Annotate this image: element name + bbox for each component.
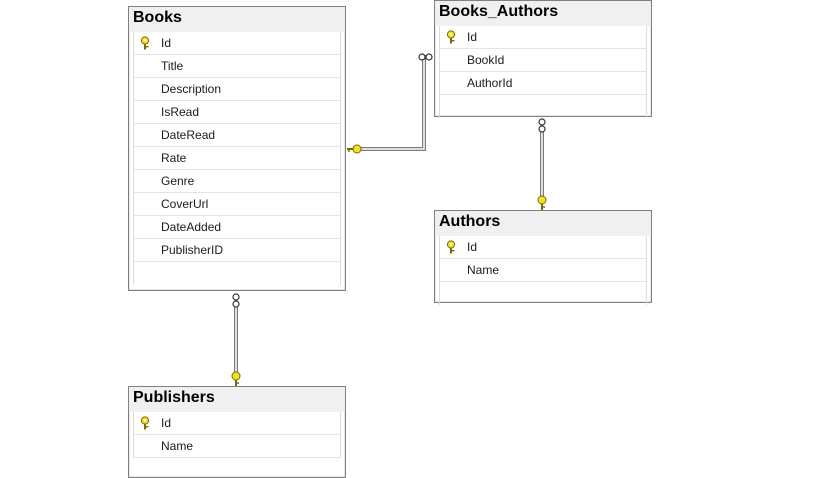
column-row[interactable]: Id: [440, 236, 646, 259]
column-name: Id: [161, 416, 172, 430]
primary-key-icon: [440, 236, 462, 258]
table-title: Authors: [435, 211, 651, 236]
column-row[interactable]: Title: [134, 55, 340, 78]
column-row[interactable]: BookId: [440, 49, 646, 72]
column-name: DateRead: [161, 128, 216, 142]
column-name: Genre: [161, 174, 195, 188]
relationship-books-authors-authors[interactable]: [537, 118, 547, 210]
column-row[interactable]: Id: [440, 26, 646, 49]
column-name: IsRead: [161, 105, 200, 119]
column-list: Id BookId AuthorId: [439, 26, 647, 118]
column-row[interactable]: IsRead: [134, 101, 340, 124]
primary-key-icon: [440, 26, 462, 48]
column-row[interactable]: Genre: [134, 170, 340, 193]
column-list: Id Name: [133, 412, 341, 458]
column-row[interactable]: Id: [134, 32, 340, 55]
table-title: Books: [129, 7, 345, 32]
table-books[interactable]: Books Id Title Description IsRead DateRe…: [128, 6, 346, 291]
column-name: Id: [467, 240, 478, 254]
column-list: Id Name: [439, 236, 647, 305]
table-title: Books_Authors: [435, 1, 651, 26]
column-list: Id Title Description IsRead DateRead Rat…: [133, 32, 341, 285]
column-name: AuthorId: [467, 76, 513, 90]
table-authors[interactable]: Authors Id Name: [434, 210, 652, 305]
key-icon: [347, 144, 362, 154]
primary-key-icon: [134, 412, 156, 434]
table-books-authors[interactable]: Books_Authors Id BookId AuthorId: [434, 0, 652, 118]
relationship-books-authors-books[interactable]: [347, 53, 433, 154]
column-row[interactable]: Name: [440, 259, 646, 282]
column-name: Rate: [161, 151, 187, 165]
column-name: Title: [161, 59, 184, 73]
column-row[interactable]: AuthorId: [440, 72, 646, 95]
primary-key-icon: [134, 32, 156, 54]
table-title: Publishers: [129, 387, 345, 412]
column-row[interactable]: PublisherID: [134, 239, 340, 262]
column-name: DateAdded: [161, 220, 222, 234]
column-row[interactable]: Name: [134, 435, 340, 458]
table-publishers[interactable]: Publishers Id Name: [128, 386, 346, 478]
column-name: Name: [161, 439, 194, 453]
relationship-books-publishers[interactable]: [231, 293, 241, 386]
column-row[interactable]: DateRead: [134, 124, 340, 147]
column-row[interactable]: Description: [134, 78, 340, 101]
column-name: Id: [467, 30, 478, 44]
column-name: PublisherID: [161, 243, 224, 257]
column-row[interactable]: CoverUrl: [134, 193, 340, 216]
key-icon: [231, 371, 241, 386]
column-name: Description: [161, 82, 222, 96]
infinity-icon: [418, 53, 433, 61]
column-row[interactable]: Id: [134, 412, 340, 435]
column-name: BookId: [467, 53, 505, 67]
column-row[interactable]: Rate: [134, 147, 340, 170]
infinity-icon: [232, 293, 240, 308]
infinity-icon: [538, 118, 546, 133]
column-name: Name: [467, 263, 500, 277]
key-icon: [537, 195, 547, 210]
column-row[interactable]: DateAdded: [134, 216, 340, 239]
column-name: CoverUrl: [161, 197, 209, 211]
column-name: Id: [161, 36, 172, 50]
